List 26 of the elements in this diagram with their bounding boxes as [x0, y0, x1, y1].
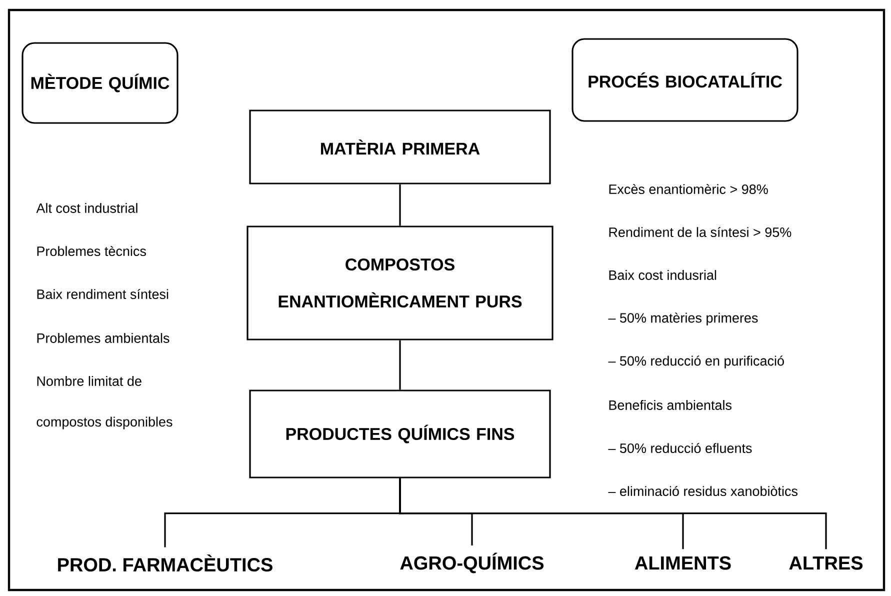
process-box: PRODUCTES QUÍMICS FINS	[249, 390, 551, 478]
list-item: Alt cost industrial	[36, 203, 138, 213]
list-item: Problemes ambientals	[37, 333, 170, 343]
category-label: AGRO-QUÍMICS	[400, 552, 544, 574]
process-box: COMPOSTOS ENANTIOMÈRICAMENT PURS	[246, 226, 554, 340]
list-item: – eliminació residus xanobiòtics	[608, 486, 798, 496]
list-item: – 50% reducció efluents	[608, 442, 752, 454]
list-item: Excès enantiomèric > 98%	[609, 184, 768, 194]
list-item: – 50% reducció en purificació	[608, 356, 784, 368]
list-item: Beneficis ambientals	[609, 400, 732, 410]
category-label: ALTRES	[789, 556, 863, 570]
category-label: ALIMENTS	[634, 556, 731, 570]
connector-line	[399, 340, 401, 390]
list-item: Nombre limitat de	[37, 376, 142, 386]
connector-line	[399, 184, 401, 226]
connector-line	[399, 478, 827, 550]
list-item: Baix rendiment síntesi	[37, 288, 168, 300]
list-item: Problemes tècnics	[37, 246, 146, 256]
category-label: PROD. FARMACÈUTICS	[58, 554, 272, 572]
heading-box: MÈTODE QUÍMIC	[22, 42, 178, 124]
list-item: Baix cost indusrial	[609, 270, 716, 280]
list-item: Rendiment de la síntesi > 95%	[609, 226, 792, 238]
heading-box: PROCÉS BIOCATALÍTIC	[572, 38, 798, 122]
process-box: MATÈRIA PRIMERA	[249, 110, 551, 184]
list-item: compostos disponibles	[36, 416, 172, 430]
list-item: – 50% matèries primeres	[608, 312, 758, 326]
